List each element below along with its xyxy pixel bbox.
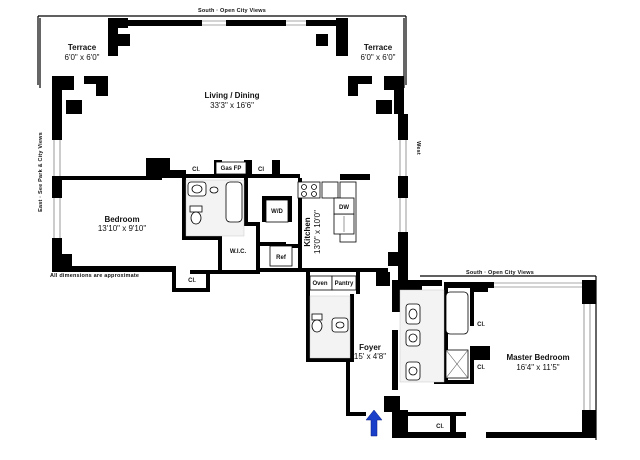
terrace-left-dims: 6'0" x 6'0" — [65, 53, 100, 62]
dw-label: DW — [339, 205, 349, 211]
view-south-main: South · Open City Views — [198, 8, 266, 14]
kitchen-fixtures — [265, 181, 357, 291]
view-south-master: South · Open City Views — [466, 270, 534, 276]
master-dims: 16'4" x 11'5" — [516, 363, 559, 372]
bedroom-name: Bedroom — [104, 215, 139, 224]
closet-label: Cl — [258, 167, 264, 173]
closet-label: Cl. — [477, 322, 485, 328]
wd-label: W/D — [271, 209, 283, 215]
oven-label: Oven — [312, 281, 327, 287]
kitchen-dims: 13'0" x 10'0" — [313, 210, 322, 254]
gas-fireplace — [215, 161, 247, 175]
labels: South · Open City Views South · Open Cit… — [38, 8, 570, 430]
terrace-left-name: Terrace — [68, 43, 97, 52]
view-east: East · See Park & City Views — [38, 132, 44, 212]
walls — [52, 18, 596, 438]
foyer-name: Foyer — [359, 343, 381, 352]
thin-lines — [37, 15, 597, 440]
wic-label: W.I.C. — [230, 249, 247, 255]
closet-label: Cl. — [436, 424, 444, 430]
windows — [53, 20, 591, 410]
foyer-dims: 15' x 4'8" — [354, 352, 386, 361]
view-west: West — [415, 141, 421, 155]
master-name: Master Bedroom — [506, 353, 569, 362]
bathroom-fixtures — [185, 179, 469, 383]
closet-label: Cl. — [188, 278, 196, 284]
bedroom-dims: 13'10" x 9'10" — [98, 224, 146, 233]
ref-label: Ref — [276, 255, 287, 261]
entry-arrow-icon — [365, 409, 383, 437]
living-name: Living / Dining — [204, 91, 259, 100]
terrace-right-name: Terrace — [364, 43, 393, 52]
gas-fp-label: Gas FP — [221, 166, 242, 172]
dimensions-note: All dimensions are approximate — [50, 273, 139, 279]
terrace-right-dims: 6'0" x 6'0" — [361, 53, 396, 62]
closet-label: Cl. — [192, 167, 200, 173]
kitchen-name: Kitchen — [303, 217, 312, 246]
closet-label: Cl. — [477, 365, 485, 371]
living-dims: 33'3" x 16'6" — [210, 101, 254, 110]
pantry-label: Pantry — [335, 281, 354, 287]
